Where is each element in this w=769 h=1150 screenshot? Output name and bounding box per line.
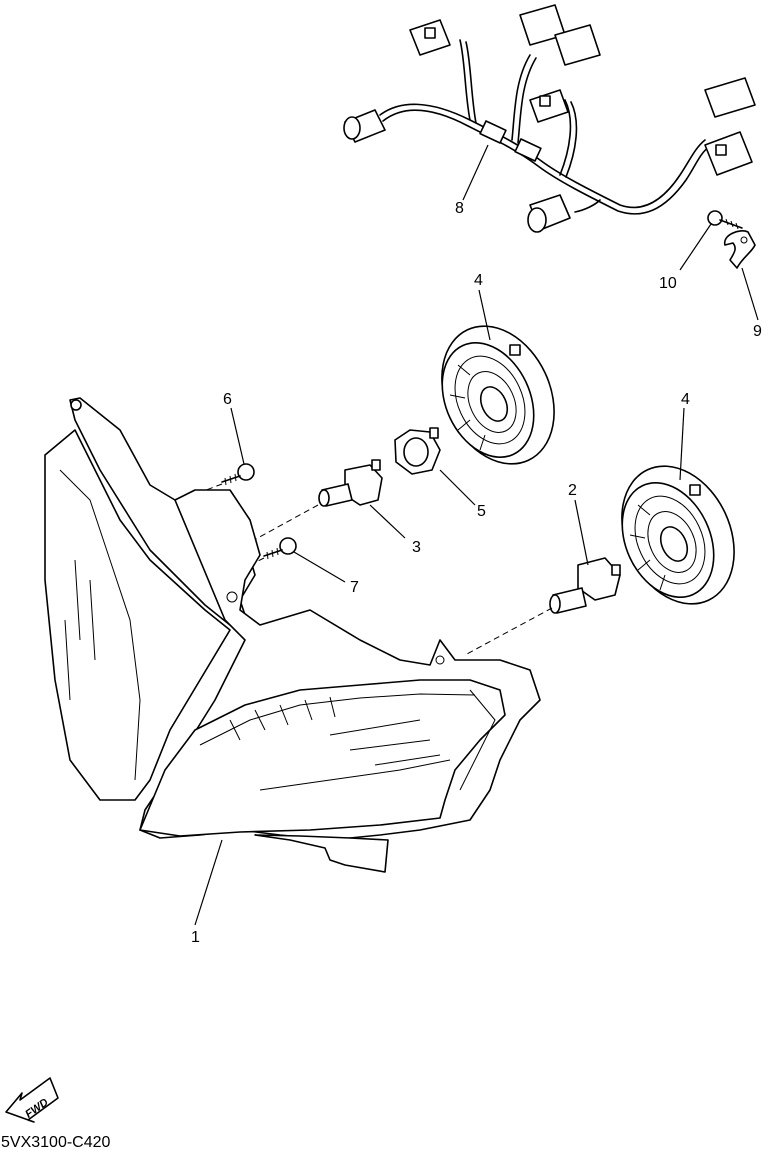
callout-3: 3 (412, 539, 421, 556)
alignment-line-d (464, 607, 553, 656)
leader-lines (194, 144, 759, 926)
callout-4-lower: 4 (681, 391, 690, 408)
alignment-line-b (244, 504, 319, 546)
callout-9: 9 (753, 323, 762, 340)
callout-8: 8 (455, 200, 464, 217)
callout-4-upper: 4 (474, 272, 483, 289)
wire-harness (343, 4, 756, 233)
callout-10: 10 (659, 275, 677, 292)
diagram-code: 5VX3100-C420 (1, 1134, 111, 1150)
bulb-part-2 (549, 557, 621, 614)
screw-part-10 (707, 210, 743, 230)
bulb-cover-lower (621, 465, 735, 605)
callout-6: 6 (223, 391, 232, 408)
clip-part-9 (723, 230, 756, 269)
callout-2: 2 (568, 482, 577, 499)
callout-5: 5 (477, 503, 486, 520)
screw-part-7 (263, 537, 297, 560)
bulb-part-3 (318, 459, 383, 507)
headlight-assembly (44, 397, 541, 873)
socket-part-5 (394, 427, 441, 475)
screw-part-6 (221, 463, 255, 486)
bulb-cover-upper (441, 325, 555, 465)
fwd-arrow-icon: FWD (5, 1077, 59, 1123)
callout-7: 7 (350, 579, 359, 596)
callout-1: 1 (191, 929, 200, 946)
